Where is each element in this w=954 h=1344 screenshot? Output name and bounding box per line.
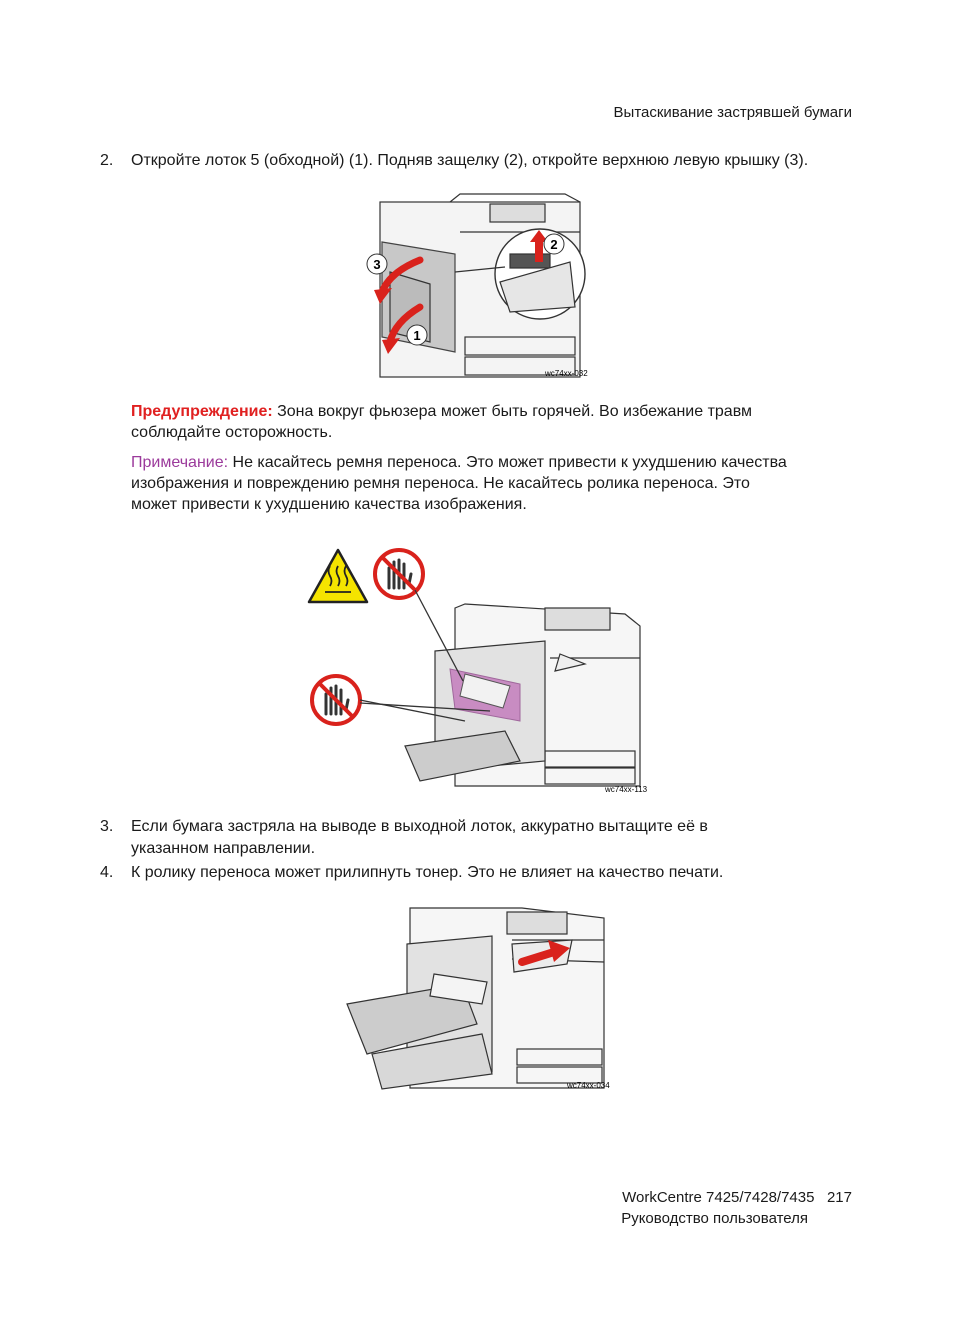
note-label: Примечание: [131, 454, 229, 471]
step-4: 4. К ролику переноса может прилипнуть то… [100, 862, 860, 884]
warning-label: Предупреждение: [131, 403, 273, 420]
warning-text-line1: Зона вокруг фьюзера может быть горячей. … [272, 403, 753, 420]
step-text-line1: Если бумага застряла на выводе в выходно… [131, 818, 708, 835]
step-number: 4. [100, 864, 114, 881]
figure-caption: wc74xx-113 [604, 785, 648, 794]
step-2: 2. Откройте лоток 5 (обходной) (1). Подн… [100, 150, 860, 172]
step-3: 3. Если бумага застряла на выводе в выхо… [100, 816, 860, 860]
note-text-line1: Не касайтесь ремня переноса. Это может п… [228, 454, 787, 471]
guide-title: Руководство пользователя [621, 1210, 808, 1227]
figure-remove-paper-from-output: wc74xx-034 [346, 907, 610, 1090]
warning-block: Предупреждение: Зона вокруг фьюзера може… [131, 401, 871, 443]
note-text-line2: изображения и повреждению ремня переноса… [131, 475, 750, 492]
figure-hot-fuser-do-not-touch: wc74xx-113 [307, 548, 648, 794]
do-not-touch-icon [373, 548, 425, 600]
figure-caption: wc74xx-034 [566, 1081, 610, 1090]
section-title: Вытаскивание застрявшей бумаги [613, 104, 852, 121]
warning-text-line2: соблюдайте осторожность. [131, 424, 333, 441]
step-text-line2: указанном направлении. [131, 840, 316, 857]
step-text: К ролику переноса может прилипнуть тонер… [131, 864, 724, 881]
step-number: 2. [100, 152, 114, 169]
callout-1: 1 [413, 328, 420, 343]
product-name: WorkCentre 7425/7428/7435 [622, 1189, 815, 1206]
page-number: 217 [826, 1189, 852, 1206]
note-text-line3: может привести к ухудшению качества изоб… [131, 496, 527, 513]
step-text: Откройте лоток 5 (обходной) (1). Подняв … [131, 152, 809, 169]
callout-3: 3 [373, 257, 380, 272]
page-footer: WorkCentre 7425/7428/7435 217 Руководств… [452, 1187, 852, 1229]
step-number: 3. [100, 818, 114, 835]
note-block: Примечание: Не касайтесь ремня переноса.… [131, 452, 871, 515]
do-not-touch-icon [310, 674, 362, 726]
figure-caption: wc74xx-032 [544, 369, 588, 378]
callout-2: 2 [550, 237, 557, 252]
figure-open-tray-5-and-left-cover: 2 3 1 wc74xx-032 [366, 193, 588, 378]
